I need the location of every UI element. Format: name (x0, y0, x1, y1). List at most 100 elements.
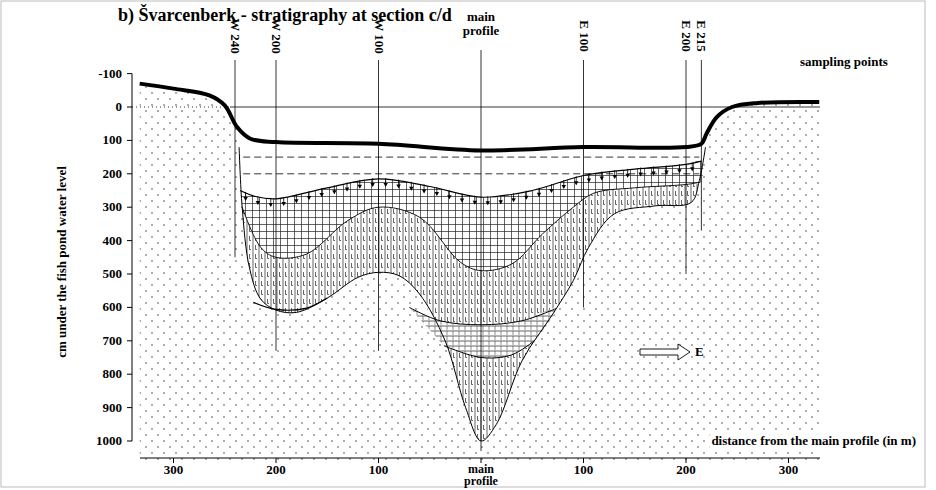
arrow-mark (358, 185, 362, 189)
arrow-mark (383, 183, 387, 187)
water-level (132, 107, 230, 108)
arrow-mark (396, 184, 400, 188)
y-tick (127, 441, 132, 442)
arrow-mark (574, 181, 578, 185)
arrow-mark (345, 187, 349, 191)
direction-arrow (640, 344, 690, 360)
arrow-mark (256, 201, 260, 205)
arrow-mark (612, 175, 616, 179)
arrow-mark (281, 202, 285, 206)
y-tick (127, 240, 132, 241)
title: b) Švarcenberk - stratigraphy at section… (118, 6, 452, 25)
tick-label: 800 (103, 367, 123, 381)
direction-label: E (695, 345, 704, 359)
y-tick (127, 340, 132, 341)
y-tick (127, 407, 132, 408)
y-tick (127, 374, 132, 375)
layer-boundary (242, 182, 700, 271)
arrow-mark (664, 170, 668, 174)
arrow-mark (690, 167, 694, 171)
tick-label: 1000 (96, 434, 122, 448)
tick-label: 400 (103, 234, 123, 248)
arrow-mark (638, 173, 642, 177)
sampling-label: E 200 (679, 20, 693, 51)
sampling-line (235, 60, 236, 257)
tick-label: 300 (164, 463, 184, 477)
tick-label: 0 (116, 100, 123, 114)
frame (1, 1, 925, 487)
tick-label: 700 (103, 334, 123, 348)
axis-title: distance from the main profile (in m) (709, 434, 918, 448)
arrow-mark (269, 203, 273, 207)
y-axis (132, 74, 133, 441)
sampling-line (276, 60, 277, 351)
arrow-mark (499, 200, 503, 204)
tick-label: 200 (676, 463, 696, 477)
lower-deposit (240, 161, 702, 442)
tick-label: 200 (103, 167, 123, 181)
arrow-mark (486, 201, 490, 205)
y-tick (127, 173, 132, 174)
tick-label: 500 (103, 267, 123, 281)
tick-label: main profile (455, 463, 507, 487)
arrow-mark (435, 192, 439, 196)
water-line (243, 173, 699, 174)
note-label: sampling points (800, 55, 888, 69)
sampling-label: W 100 (372, 18, 386, 54)
tick-label: 300 (779, 463, 799, 477)
tick-label: 900 (103, 401, 123, 415)
arrow-mark (370, 183, 374, 187)
layer-boundary (409, 307, 555, 324)
x-axis (140, 458, 820, 459)
tick-label: 100 (574, 463, 594, 477)
arrow-mark (651, 171, 655, 175)
sampling-line (701, 60, 702, 231)
y-tick (127, 207, 132, 208)
surface-line (140, 84, 820, 151)
axis-title: cm under the fish pond water level (55, 166, 69, 358)
sampling-label: main profile (455, 10, 507, 37)
arrow-mark (524, 196, 528, 200)
tick-label: 200 (266, 463, 286, 477)
sampling-label: E 100 (577, 20, 591, 51)
y-tick (127, 107, 132, 108)
arrow-mark (511, 198, 515, 202)
y-tick (127, 274, 132, 275)
arrow-mark (307, 196, 311, 200)
basin-outline (239, 147, 705, 441)
layer-boundary (444, 341, 534, 358)
arrow-mark (537, 193, 541, 197)
basin-fill (237, 127, 706, 441)
tick-label: 100 (369, 463, 389, 477)
arrow-mark (319, 193, 323, 197)
arrow-mark (562, 185, 566, 189)
tick-label: -100 (98, 67, 122, 81)
arrow-mark (473, 201, 477, 205)
tick-label: 600 (103, 301, 123, 315)
arrow-mark (243, 197, 247, 201)
interbed-layer (409, 307, 555, 358)
y-tick (127, 140, 132, 141)
arrow-mark (332, 190, 336, 194)
sampling-line (583, 60, 584, 307)
arrow-mark (447, 195, 451, 199)
sampling-label: E 215 (695, 20, 709, 51)
sampling-label: W 200 (269, 18, 283, 54)
sampling-label: W 240 (228, 18, 242, 54)
sampling-line (378, 60, 379, 351)
sediment-top (240, 161, 701, 199)
tick-label: 300 (103, 200, 123, 214)
sampling-line (481, 50, 482, 451)
arrow-mark (549, 189, 553, 193)
upper-deposit (240, 161, 703, 271)
arrow-mark (587, 178, 591, 182)
arrow-mark (294, 199, 298, 203)
sand-ground (140, 84, 820, 461)
arrow-mark (677, 169, 681, 173)
water-line (243, 157, 699, 158)
y-tick (127, 307, 132, 308)
arrow-mark (600, 177, 604, 181)
y-tick (127, 73, 132, 74)
